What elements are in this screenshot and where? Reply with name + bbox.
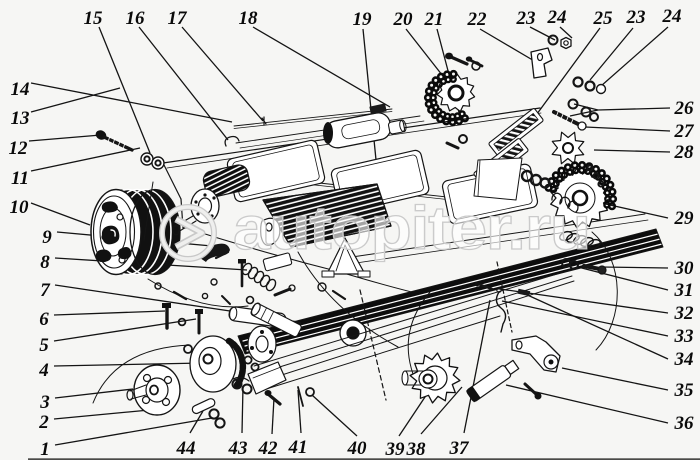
svg-text:7: 7 xyxy=(40,280,51,301)
svg-text:41: 41 xyxy=(288,437,308,458)
svg-text:10: 10 xyxy=(10,197,30,218)
svg-text:35: 35 xyxy=(674,380,695,401)
svg-text:1: 1 xyxy=(40,439,50,460)
svg-text:2: 2 xyxy=(38,412,49,433)
svg-text:18: 18 xyxy=(239,8,259,29)
svg-text:28: 28 xyxy=(674,142,695,163)
svg-text:34: 34 xyxy=(674,349,694,370)
svg-text:4: 4 xyxy=(38,360,49,381)
svg-text:23: 23 xyxy=(626,7,646,28)
svg-text:20: 20 xyxy=(393,9,414,30)
svg-text:31: 31 xyxy=(674,280,694,301)
svg-text:21: 21 xyxy=(424,9,444,30)
svg-text:17: 17 xyxy=(168,8,189,29)
svg-text:6: 6 xyxy=(39,309,49,330)
svg-text:40: 40 xyxy=(347,438,368,459)
svg-text:30: 30 xyxy=(674,258,695,279)
svg-text:8: 8 xyxy=(40,252,50,273)
svg-text:9: 9 xyxy=(42,227,52,248)
svg-text:39: 39 xyxy=(385,439,406,460)
svg-text:27: 27 xyxy=(674,121,696,142)
svg-text:26: 26 xyxy=(674,98,695,119)
svg-text:42: 42 xyxy=(258,438,279,459)
svg-text:5: 5 xyxy=(39,335,49,356)
svg-text:25: 25 xyxy=(593,8,614,29)
svg-text:32: 32 xyxy=(674,303,695,324)
svg-text:autopiter.ru: autopiter.ru xyxy=(233,194,590,262)
svg-text:12: 12 xyxy=(9,138,29,159)
svg-text:16: 16 xyxy=(126,8,146,29)
svg-text:29: 29 xyxy=(674,208,695,229)
svg-text:43: 43 xyxy=(228,438,248,459)
svg-text:11: 11 xyxy=(11,168,29,189)
svg-text:14: 14 xyxy=(11,79,30,100)
svg-text:38: 38 xyxy=(406,439,427,460)
svg-text:44: 44 xyxy=(176,438,196,459)
svg-text:37: 37 xyxy=(449,438,471,459)
svg-text:24: 24 xyxy=(662,6,682,27)
svg-text:3: 3 xyxy=(39,392,50,413)
svg-text:19: 19 xyxy=(353,9,373,30)
svg-text:23: 23 xyxy=(516,8,536,29)
svg-text:22: 22 xyxy=(467,9,488,30)
svg-text:15: 15 xyxy=(84,8,104,29)
svg-text:24: 24 xyxy=(547,7,567,28)
svg-text:36: 36 xyxy=(674,413,695,434)
svg-text:33: 33 xyxy=(674,326,694,347)
svg-text:13: 13 xyxy=(11,108,30,129)
